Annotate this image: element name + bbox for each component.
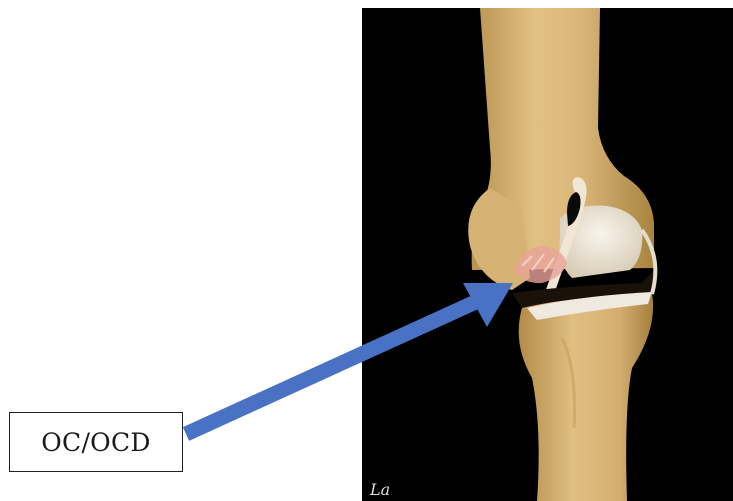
lesion-label-text: OC/OCD (41, 428, 151, 457)
artist-signature: La (369, 480, 390, 499)
elbow-joint-drawing: La (362, 8, 733, 501)
forearm-bone (519, 293, 653, 501)
elbow-illustration: La (362, 8, 733, 501)
lesion-label-box: OC/OCD (9, 412, 183, 472)
